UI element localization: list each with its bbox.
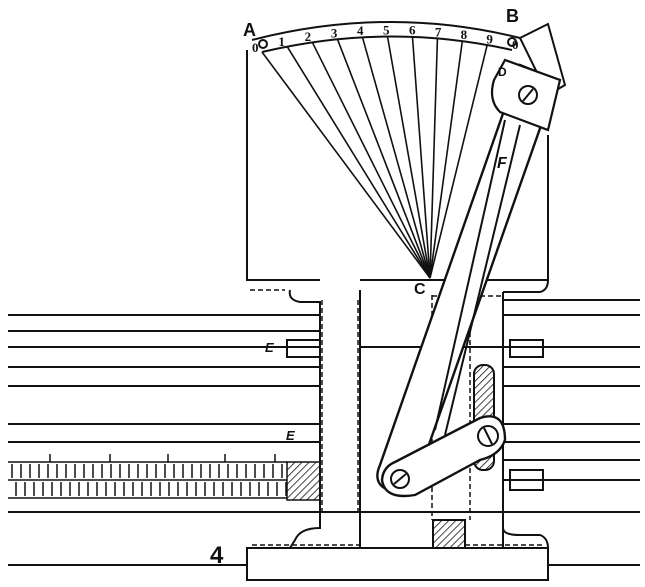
block-e-upper-right bbox=[509, 339, 544, 358]
label-f: F bbox=[497, 155, 508, 172]
scale-number: 6 bbox=[409, 23, 416, 38]
label-d: D bbox=[498, 65, 507, 79]
fan-ray bbox=[411, 36, 431, 279]
base-step-right bbox=[502, 527, 549, 549]
scale-number: 3 bbox=[331, 25, 338, 40]
scale-arc-outer bbox=[251, 21, 521, 41]
scale-number: 1 bbox=[278, 34, 285, 49]
label-e-upper: E bbox=[265, 340, 274, 355]
label-e-lower: E bbox=[286, 428, 295, 443]
screw-upper bbox=[477, 425, 499, 447]
block-e-upper-left bbox=[286, 339, 321, 358]
scale-number: 8 bbox=[461, 27, 468, 42]
label-figure-number: 4 bbox=[210, 542, 224, 569]
scale-number: 5 bbox=[383, 22, 390, 37]
fan-ray bbox=[286, 46, 431, 279]
scale-number: 0 bbox=[512, 37, 519, 52]
pin-b bbox=[507, 37, 517, 47]
block-lower-right bbox=[509, 469, 544, 491]
fan-ray bbox=[261, 51, 431, 279]
fan-ray bbox=[429, 38, 439, 279]
stand-right bbox=[502, 279, 549, 548]
brick-block bbox=[286, 461, 321, 501]
hatched-block bbox=[432, 519, 466, 549]
label-a: A bbox=[243, 20, 256, 40]
label-b: B bbox=[506, 6, 519, 26]
fan-ray bbox=[361, 37, 431, 279]
ruler bbox=[8, 454, 287, 499]
scale-number: 9 bbox=[486, 31, 493, 46]
fan-ray bbox=[429, 44, 488, 279]
pin-a bbox=[258, 39, 268, 49]
stand-left bbox=[288, 289, 321, 549]
scale-number: 2 bbox=[305, 29, 312, 44]
scale-number: 4 bbox=[357, 23, 364, 38]
clamp-d bbox=[490, 58, 562, 132]
scale-number: 7 bbox=[435, 24, 442, 39]
clamp-screw bbox=[518, 85, 538, 105]
fan-rays bbox=[261, 36, 488, 279]
scale-number: 0 bbox=[252, 40, 259, 55]
label-c: C bbox=[414, 281, 426, 298]
fan-ray bbox=[386, 36, 431, 279]
scale-arc-inner bbox=[261, 35, 513, 53]
fan-ray bbox=[429, 41, 464, 279]
link-arm bbox=[380, 415, 507, 498]
screw-lower bbox=[390, 469, 410, 489]
lever-slot bbox=[434, 119, 521, 436]
base-plate bbox=[246, 547, 549, 581]
fan-ray bbox=[311, 41, 431, 279]
fan-ray bbox=[336, 38, 431, 279]
